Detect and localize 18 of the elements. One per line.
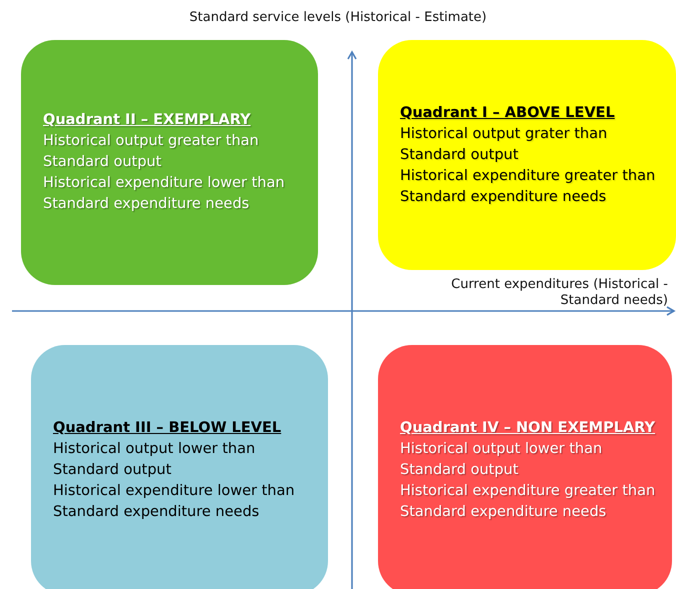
quadrant-description: Historical expenditure lower than Standard expenditure needs (53, 482, 296, 522)
quadrant-heading: Quadrant IV – NON EXEMPLARY (400, 418, 656, 438)
quadrant-heading: Quadrant I – ABOVE LEVEL (400, 104, 616, 122)
quadrant-box (378, 345, 672, 589)
quadrant-description: Historical expenditure greater than Standard expenditure needs (400, 482, 656, 522)
quadrant-box (21, 40, 318, 285)
quadrant-description: Historical output grater than Standard output (400, 124, 608, 164)
quadrant-description: Historical output lower than Standard output (53, 440, 256, 480)
quadrant-description: Historical output greater than Standard output (43, 132, 260, 172)
axis-title: Current expenditures (Historical - Standard needs) (450, 277, 668, 309)
quadrant-description: Historical expenditure lower than Standard expenditure needs (43, 174, 286, 214)
quadrant-description: Historical output lower than Standard output (400, 440, 604, 480)
quadrant-description: Historical expenditure greater than Standard expenditure needs (400, 166, 656, 206)
quadrant-heading: Quadrant II – EXEMPLARY (43, 111, 252, 130)
quadrant-box (378, 40, 676, 270)
quadrant-box (31, 345, 328, 589)
quadrant-heading: Quadrant III – BELOW LEVEL (53, 418, 282, 438)
axis-title: Standard service levels (Historical - Estimate) (188, 9, 488, 27)
